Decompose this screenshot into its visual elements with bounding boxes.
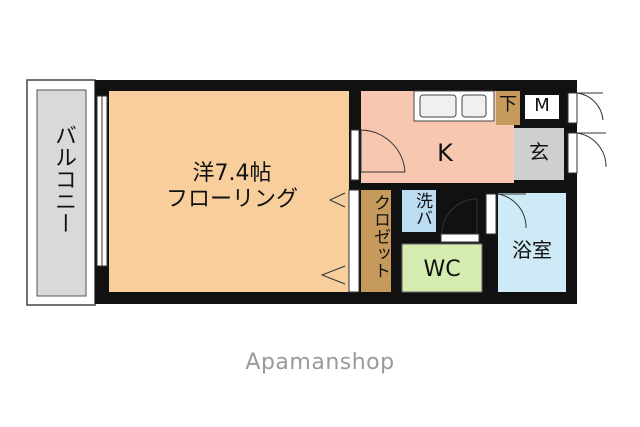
shoe-box: [496, 91, 520, 125]
kitchen-door: [350, 129, 406, 181]
meter-box: [523, 93, 561, 121]
closet-doors: [320, 189, 360, 293]
apamanshop-watermark: Apamanshop: [245, 350, 395, 375]
balcony-label: バルコニー: [51, 124, 76, 234]
western-room-size-label: 洋7.4帖: [192, 161, 272, 186]
closet-area: [361, 190, 391, 292]
washer-area: [402, 190, 436, 232]
entrance-doors: [567, 92, 607, 174]
closet-label: クロゼット: [370, 194, 390, 279]
meter-label: M: [534, 95, 550, 116]
bath-label: 浴室: [512, 238, 552, 262]
kitchen-counter: [413, 90, 495, 122]
shoe-box-label: 下: [499, 94, 517, 115]
entrance-area: [514, 128, 564, 180]
entrance-label: 玄: [529, 140, 549, 164]
bath-area: [498, 193, 566, 292]
bath-door: [485, 193, 527, 235]
kitchen-label: K: [437, 139, 453, 167]
balcony-window: [96, 95, 108, 267]
wc-area: [401, 243, 483, 293]
wc-label: WC: [423, 257, 461, 282]
western-room: [109, 91, 349, 292]
washer-label: 洗バ: [412, 192, 432, 226]
wc-door: [440, 198, 480, 243]
flooring-label: フローリング: [165, 187, 298, 212]
balcony: [26, 79, 96, 306]
